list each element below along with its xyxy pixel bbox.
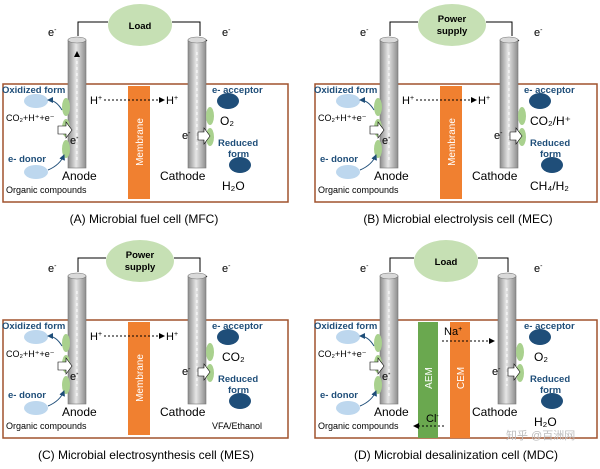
membrane — [128, 86, 150, 199]
caption: (D) Microbial desalinization cell (MDC) — [354, 448, 558, 462]
svg-text:CO₂+H⁺+e⁻: CO₂+H⁺+e⁻ — [6, 349, 55, 359]
svg-text:e-: e- — [48, 263, 57, 275]
power-supply-label: Power — [126, 250, 155, 261]
load-label: Load — [129, 21, 152, 32]
chamber-box — [314, 83, 598, 203]
svg-text:e- donor: e- donor — [8, 390, 46, 401]
svg-text:CO₂+H⁺+e⁻: CO₂+H⁺+e⁻ — [318, 113, 367, 123]
svg-text:H+: H+ — [478, 95, 490, 107]
svg-text:e-: e- — [360, 27, 369, 39]
svg-text:Anode: Anode — [374, 169, 409, 183]
co2-reaction: CO₂+H⁺+e⁻ — [6, 113, 55, 123]
svg-text:e-: e- — [70, 371, 79, 383]
membrane — [128, 322, 150, 435]
svg-text:e-: e- — [534, 263, 543, 275]
chamber-box — [2, 83, 289, 203]
svg-text:e-: e- — [182, 130, 191, 142]
svg-text:CH₄/H₂: CH₄/H₂ — [530, 179, 569, 193]
organic-label: Organic compounds — [6, 185, 87, 195]
svg-text:e- acceptor: e- acceptor — [524, 321, 575, 332]
svg-text:e- donor: e- donor — [320, 390, 358, 401]
acceptor-value: O₂ — [220, 114, 234, 128]
svg-text:e-: e- — [382, 371, 391, 383]
svg-text:Reduced: Reduced — [530, 138, 570, 149]
e-minus-right: e- — [222, 27, 231, 39]
svg-text:e-: e- — [492, 366, 501, 378]
svg-text:e-: e- — [360, 263, 369, 275]
svg-text:e-: e- — [382, 135, 391, 147]
svg-text:supply: supply — [125, 262, 156, 273]
panel-c: Power supply e- e- Membrane H+ H+ Oxidiz… — [2, 240, 289, 462]
panel-a: Load e- e- Membrane H+ H+ Oxidized form … — [2, 4, 289, 226]
caption: (B) Microbial electrolysis cell (MEC) — [363, 212, 552, 226]
watermark: 知乎 @百洲网 — [506, 428, 575, 442]
cem-label: CEM — [456, 367, 467, 389]
aem-membrane — [418, 322, 438, 438]
cl-label: Cl- — [426, 413, 439, 425]
external-wire — [77, 21, 201, 36]
panel-b: Power supply e- e- Membrane H+ H+ Oxidiz… — [314, 4, 598, 226]
svg-text:Organic compounds: Organic compounds — [318, 421, 399, 431]
membrane — [440, 86, 462, 199]
membrane-label: Membrane — [135, 118, 146, 166]
svg-text:Oxidized form: Oxidized form — [314, 321, 377, 332]
svg-text:Cathode: Cathode — [160, 405, 206, 419]
svg-text:H₂O: H₂O — [534, 415, 557, 429]
load-ellipse — [108, 4, 172, 46]
e-acceptor-label: e- acceptor — [212, 85, 263, 96]
svg-text:e-: e- — [70, 135, 79, 147]
svg-text:e- acceptor: e- acceptor — [212, 321, 263, 332]
svg-text:e- acceptor: e- acceptor — [524, 85, 575, 96]
svg-text:O₂: O₂ — [534, 350, 548, 364]
svg-text:H+: H+ — [90, 331, 102, 343]
svg-text:e-: e- — [534, 27, 543, 39]
svg-text:e- donor: e- donor — [320, 154, 358, 165]
cathode-label: Cathode — [160, 169, 206, 183]
svg-text:VFA/Ethanol: VFA/Ethanol — [212, 421, 262, 431]
svg-text:supply: supply — [437, 26, 468, 37]
svg-text:form: form — [228, 149, 249, 160]
svg-text:H+: H+ — [402, 95, 414, 107]
svg-text:H+: H+ — [166, 331, 178, 343]
svg-text:Reduced: Reduced — [218, 374, 258, 385]
power-supply-label: Power — [438, 14, 467, 25]
svg-text:Organic compounds: Organic compounds — [6, 421, 87, 431]
svg-text:form: form — [540, 149, 561, 160]
svg-text:e-: e- — [494, 130, 503, 142]
svg-text:Load: Load — [435, 257, 458, 268]
svg-text:Organic compounds: Organic compounds — [318, 185, 399, 195]
panel-d: Load e- e- AEM CEM Na+ Cl- Oxidized form… — [314, 240, 598, 462]
e-minus-left: e- — [48, 27, 57, 39]
svg-text:Anode: Anode — [62, 405, 97, 419]
svg-text:e-: e- — [182, 366, 191, 378]
na-label: Na+ — [444, 326, 462, 338]
svg-text:form: form — [228, 385, 249, 396]
anode-label: Anode — [62, 169, 97, 183]
svg-text:CO₂: CO₂ — [222, 350, 245, 364]
reduced-form-label: Reduced — [218, 138, 258, 149]
caption: (C) Microbial electrosynthesis cell (MES… — [38, 448, 254, 462]
membrane-label: Membrane — [447, 118, 458, 166]
svg-text:form: form — [540, 385, 561, 396]
svg-text:Anode: Anode — [374, 405, 409, 419]
aem-label: AEM — [424, 367, 435, 389]
svg-text:Cathode: Cathode — [472, 405, 518, 419]
svg-text:CO₂+H⁺+e⁻: CO₂+H⁺+e⁻ — [318, 349, 367, 359]
cem-membrane — [450, 322, 470, 438]
svg-text:e-: e- — [222, 263, 231, 275]
svg-text:CO₂/H⁺: CO₂/H⁺ — [530, 114, 571, 128]
svg-text:Oxidized form: Oxidized form — [2, 321, 65, 332]
svg-text:Oxidized form: Oxidized form — [314, 85, 377, 96]
caption: (A) Microbial fuel cell (MFC) — [70, 212, 219, 226]
h-right: H+ — [166, 95, 178, 107]
oxidized-form-label: Oxidized form — [2, 85, 65, 96]
reduced-value: H₂O — [222, 179, 245, 193]
chamber-box — [2, 319, 289, 439]
membrane-label: Membrane — [135, 354, 146, 402]
svg-text:Reduced: Reduced — [530, 374, 570, 385]
e-donor-label: e- donor — [8, 154, 46, 165]
svg-text:Cathode: Cathode — [472, 169, 518, 183]
h-left: H+ — [90, 95, 102, 107]
